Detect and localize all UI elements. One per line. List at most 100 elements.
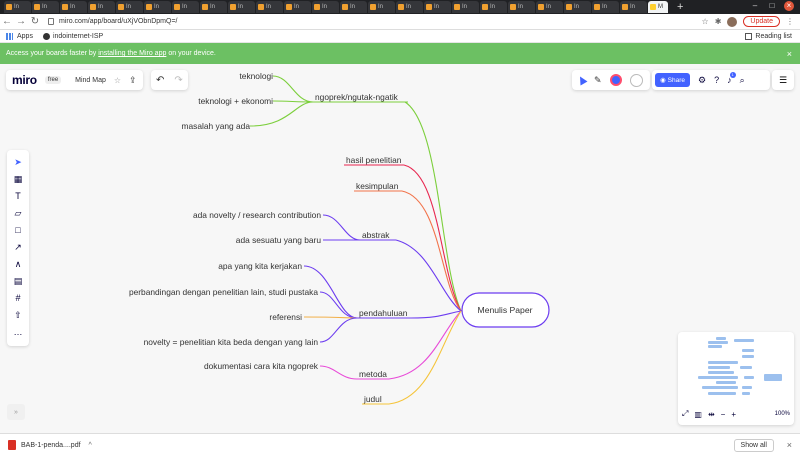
upload-icon[interactable]: ⇧	[14, 309, 22, 320]
pen-tool-icon[interactable]: ∧	[14, 258, 22, 269]
leaf-novelty-beda[interactable]: novelty = penelitian kita beda dengan ya…	[144, 337, 319, 347]
leaf-referensi[interactable]: referensi	[269, 312, 302, 322]
reload-icon[interactable]: ↻	[30, 16, 40, 27]
url-field[interactable]: miro.com/app/board/uXjVObnDpmQ=/	[48, 16, 702, 28]
fit-width-icon[interactable]: ⇹	[707, 409, 715, 419]
leaf-apa-kerjakan[interactable]: apa yang kita kerjakan	[218, 261, 302, 271]
leaf-dokumentasi[interactable]: dokumentasi cara kita ngoprek	[204, 361, 319, 371]
board-name[interactable]: Mind Map	[75, 76, 106, 84]
reading-list-button[interactable]: Reading list	[745, 32, 792, 40]
undo-icon[interactable]: ↶	[156, 74, 165, 86]
reaction-icon[interactable]: ✎	[594, 74, 602, 85]
branch-pendahuluan[interactable]: pendahuluan	[359, 308, 408, 318]
browser-tab[interactable]: In	[452, 1, 479, 13]
star-icon[interactable]: ☆	[113, 75, 122, 85]
minimize-icon[interactable]: –	[752, 1, 758, 10]
download-filename[interactable]: BAB-1-penda....pdf	[21, 441, 81, 449]
frame-tool-icon[interactable]: #	[15, 293, 21, 303]
browser-tab[interactable]: In	[116, 1, 143, 13]
select-tool-icon[interactable]: ➤	[14, 156, 22, 167]
browser-tab[interactable]: In	[312, 1, 339, 13]
leaf-teknologi[interactable]: teknologi	[239, 71, 273, 81]
text-tool-icon[interactable]: T	[15, 191, 21, 201]
help-icon[interactable]: ?	[714, 75, 720, 85]
browser-tab[interactable]: In	[200, 1, 227, 13]
minimap-view[interactable]	[682, 336, 790, 404]
browser-tab[interactable]: In	[508, 1, 535, 13]
share-button[interactable]: ◉Share	[655, 73, 691, 87]
browser-tab[interactable]: In	[396, 1, 423, 13]
fullscreen-icon[interactable]: ⤢	[682, 409, 689, 418]
leaf-masalah[interactable]: masalah yang ada	[182, 121, 251, 131]
extensions-icon[interactable]: ✱	[714, 17, 722, 26]
bookmark-star-icon[interactable]: ☆	[701, 17, 709, 26]
branch-hasil[interactable]: hasil penelitian	[346, 155, 402, 165]
browser-tab[interactable]: In	[368, 1, 395, 13]
browser-tab[interactable]: In	[340, 1, 367, 13]
forward-icon[interactable]: →	[16, 16, 26, 27]
profile-avatar[interactable]	[727, 16, 738, 27]
user-avatar[interactable]	[609, 74, 622, 86]
branch-metoda[interactable]: metoda	[359, 369, 387, 379]
browser-menu-icon[interactable]: ⋮	[786, 17, 794, 26]
browser-tab[interactable]: In	[228, 1, 255, 13]
new-tab-icon[interactable]: +	[677, 1, 684, 13]
browser-tab[interactable]: In	[284, 1, 311, 13]
notification-bell-icon[interactable]: ♪1	[727, 72, 736, 85]
browser-tab[interactable]: In	[564, 1, 591, 13]
update-button[interactable]: Update	[743, 16, 780, 27]
invite-avatar[interactable]	[629, 73, 643, 87]
leaf-novelty-contrib[interactable]: ada novelty / research contribution	[193, 210, 321, 220]
board-menu-button[interactable]: ☰	[772, 70, 794, 90]
plan-badge[interactable]: free	[44, 76, 62, 84]
browser-tab[interactable]: In	[60, 1, 87, 13]
comment-icon[interactable]: ▤	[13, 275, 23, 286]
browser-tab[interactable]: In	[620, 1, 647, 13]
bookmark-isp[interactable]: indointernet-ISP	[42, 32, 103, 40]
shape-tool-icon[interactable]: □	[15, 225, 21, 235]
browser-tab[interactable]: In	[256, 1, 283, 13]
bookmark-apps[interactable]: Apps	[6, 32, 33, 40]
maximize-icon[interactable]: □	[769, 1, 775, 10]
map-icon[interactable]: ▥	[694, 409, 702, 419]
templates-icon[interactable]: ▦	[13, 173, 23, 184]
zoom-out-icon[interactable]: −	[720, 409, 726, 419]
settings-sliders-icon[interactable]: ⚙	[698, 74, 707, 85]
board-canvas[interactable]: Menulis Paper ngoprek/ngutak-ngatik hasi…	[0, 64, 800, 433]
browser-tab[interactable]: In	[144, 1, 171, 13]
show-all-button[interactable]: Show all	[733, 438, 774, 452]
leaf-teknologi-ekonomi[interactable]: teknologi + ekonomi	[198, 96, 273, 106]
zoom-in-icon[interactable]: +	[731, 409, 737, 419]
browser-tab[interactable]: In	[592, 1, 619, 13]
browser-tab[interactable]: In	[424, 1, 451, 13]
export-icon[interactable]: ⇪	[129, 74, 137, 85]
browser-tab[interactable]: In	[480, 1, 507, 13]
branch-judul[interactable]: judul	[363, 394, 382, 404]
branch-ngoprek[interactable]: ngoprek/ngutak-ngatik	[315, 92, 399, 102]
miro-logo[interactable]: miro	[12, 73, 37, 87]
chevron-up-icon[interactable]: ^	[88, 441, 92, 449]
browser-tab[interactable]: In	[172, 1, 199, 13]
redo-icon[interactable]: ↷	[174, 74, 183, 86]
more-tools-icon[interactable]: …	[13, 327, 23, 337]
browser-tab[interactable]: In	[4, 1, 31, 13]
connection-line-icon[interactable]: ↗	[14, 241, 22, 252]
banner-close-icon[interactable]: ×	[786, 48, 792, 59]
cursor-icon[interactable]	[576, 74, 588, 86]
browser-tab[interactable]: In	[32, 1, 59, 13]
leaf-sesuatu-baru[interactable]: ada sesuatu yang baru	[236, 235, 322, 245]
back-icon[interactable]: ←	[2, 16, 12, 27]
branch-abstrak[interactable]: abstrak	[362, 230, 390, 240]
root-node[interactable]	[461, 292, 550, 328]
close-window-icon[interactable]: ×	[784, 1, 794, 11]
leaf-perbandingan[interactable]: perbandingan dengan penelitian lain, stu…	[129, 287, 318, 297]
browser-tab[interactable]: In	[88, 1, 115, 13]
branch-kesimpulan[interactable]: kesimpulan	[356, 181, 399, 191]
sticky-note-icon[interactable]: ▱	[14, 207, 22, 218]
close-icon[interactable]: ×	[786, 440, 792, 450]
search-icon[interactable]: ⌕	[739, 74, 745, 85]
collapse-panel-icon[interactable]: »	[7, 404, 25, 420]
zoom-level[interactable]: 100%	[774, 411, 790, 417]
install-app-link[interactable]: installing the Miro app	[98, 50, 167, 57]
active-browser-tab[interactable]: M	[648, 1, 668, 13]
